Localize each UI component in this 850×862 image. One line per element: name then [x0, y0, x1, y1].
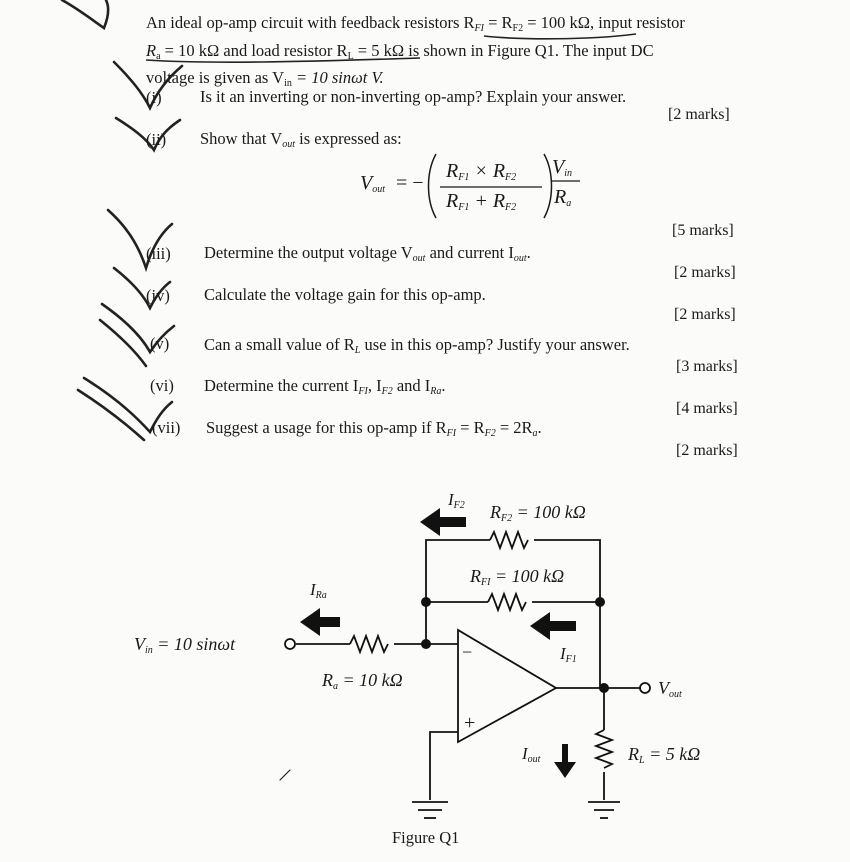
marks-label: [2 marks] [674, 264, 736, 281]
question-label: (v) [150, 334, 170, 353]
question-label: (vii) [152, 418, 181, 437]
intro-line-3: voltage is given as Vin = 10 sinωt V. [146, 68, 384, 89]
question-label: (i) [146, 88, 162, 107]
vout-label: Vout [658, 678, 682, 700]
equation-denominator: RF1 + RF2 [446, 190, 517, 213]
input-terminal [284, 638, 296, 650]
figure-caption: Figure Q1 [392, 828, 460, 847]
noninverting-input-sign: + [464, 712, 476, 734]
ira-arrow [300, 608, 340, 636]
equation-ra: Ra [554, 186, 572, 209]
ra-label: Ra = 10 kΩ [322, 670, 403, 692]
question-label: (ii) [146, 130, 167, 149]
marks-label: [4 marks] [676, 400, 738, 417]
if1-arrow [530, 612, 576, 640]
intro-line-1: An ideal op-amp circuit with feedback re… [146, 13, 685, 34]
question-text: Determine the current IFI, IF2 and IRa. [204, 376, 446, 397]
rf1-resistor [487, 591, 527, 613]
vout-equation: Vout = − RF1 × RF2 RF1 + RF2 Vin Ra [356, 150, 596, 222]
ra-resistor [349, 633, 389, 655]
equation-brackets [427, 153, 580, 219]
equation-numerator: RF1 × RF2 [446, 160, 517, 183]
marks-label: [2 marks] [668, 106, 730, 123]
question-label: (vi) [150, 376, 174, 395]
opamp-triangle [457, 628, 558, 744]
question-text: Is it an inverting or non-inverting op-a… [200, 87, 627, 106]
iout-label: Iout [522, 744, 541, 765]
equation-lhs: Vout [360, 172, 385, 195]
output-terminal [639, 682, 651, 694]
iout-arrow [554, 744, 576, 778]
question-text: Suggest a usage for this op-amp if RFI =… [206, 418, 542, 439]
ira-label: IRa [310, 580, 327, 601]
intro-line-2: Ra = 10 kΩ and load resistor RL = 5 kΩ i… [146, 40, 654, 62]
marks-label: [5 marks] [672, 222, 734, 239]
question-label: (iv) [146, 286, 170, 305]
junction-node [599, 683, 609, 693]
rl-resistor [593, 729, 615, 769]
equation-vin: Vin [552, 156, 572, 179]
junction-node [421, 597, 431, 607]
equation-equals: = − [396, 172, 424, 194]
if2-arrow [420, 508, 466, 536]
rl-label: RL = 5 kΩ [628, 744, 701, 766]
question-text: Determine the output voltage Vout and cu… [204, 243, 531, 264]
question-text: Calculate the voltage gain for this op-a… [204, 285, 486, 304]
junction-node [421, 639, 431, 649]
rf1-label: RFI = 100 kΩ [470, 566, 565, 588]
inverting-input-sign: − [462, 642, 473, 662]
rf2-wire [425, 539, 490, 640]
marks-label: [2 marks] [676, 442, 738, 459]
question-label: (iii) [146, 244, 171, 263]
problem-statement: An ideal op-amp circuit with feedback re… [146, 12, 746, 95]
junction-node [595, 597, 605, 607]
rf2-label: RF2 = 100 kΩ [490, 502, 586, 524]
if2-label: IF2 [448, 490, 465, 511]
question-text: Show that Vout is expressed as: [200, 129, 402, 150]
if1-label: IF1 [560, 644, 577, 665]
rf2-resistor [489, 529, 529, 551]
vin-label: Vin = 10 sinωt [134, 634, 236, 656]
marks-label: [3 marks] [676, 358, 738, 375]
question-text: Can a small value of RL use in this op-a… [204, 335, 630, 356]
marks-label: [2 marks] [674, 306, 736, 323]
